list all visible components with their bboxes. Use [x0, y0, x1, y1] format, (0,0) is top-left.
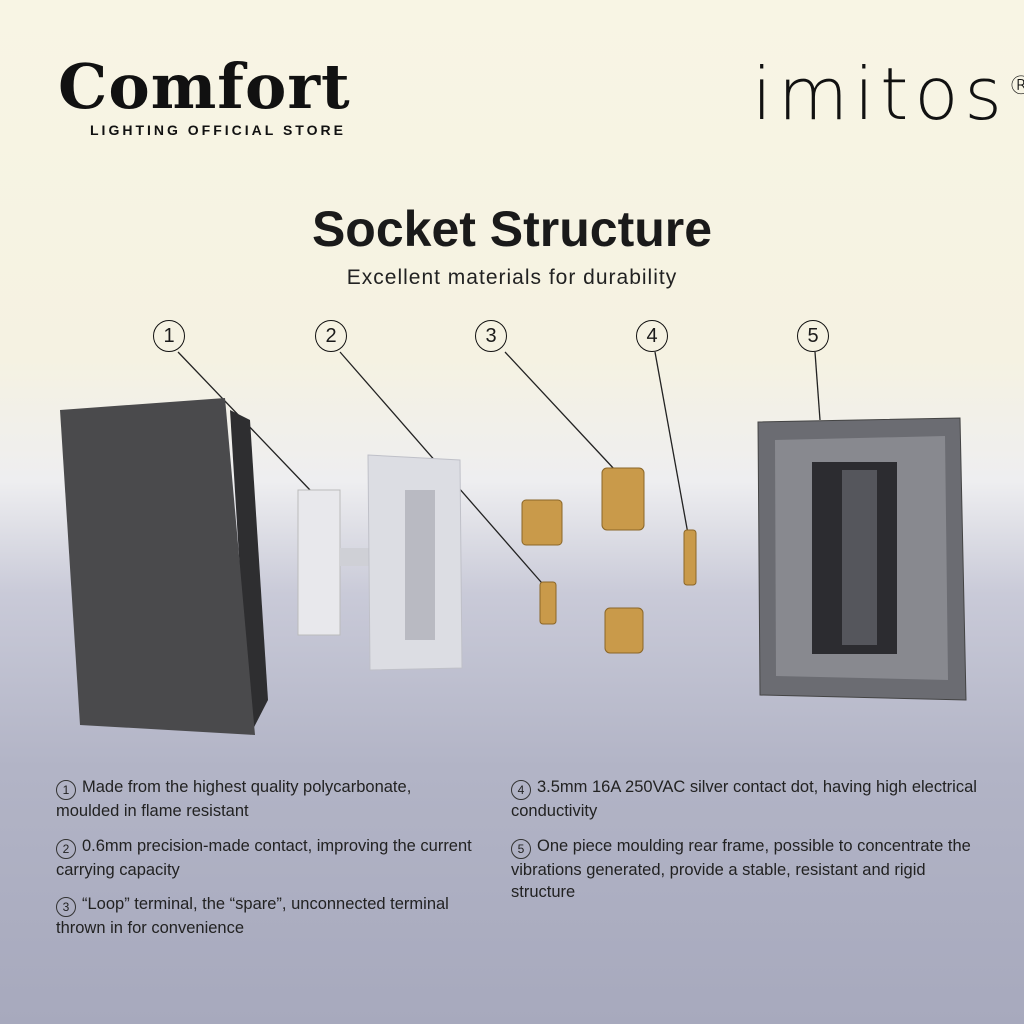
- callout-lines: [177, 351, 821, 591]
- brand-subtitle: LIGHTING OFFICIAL STORE: [90, 122, 346, 138]
- callout-4: 4: [636, 320, 668, 352]
- partner-name: imitos: [752, 52, 1008, 136]
- callout-3: 3: [475, 320, 507, 352]
- rear-frame: [757, 417, 967, 701]
- comfort-logo: Comfort LIGHTING OFFICIAL STORE: [58, 50, 351, 139]
- mechanism-body: [367, 454, 463, 671]
- brand-name: Comfort: [58, 50, 351, 123]
- callout-2: 2: [315, 320, 347, 352]
- page-title: Socket Structure: [311, 201, 713, 257]
- callout-1: 1: [153, 320, 185, 352]
- registered-mark: ®: [1007, 71, 1024, 101]
- actuator: [297, 489, 390, 636]
- contacts: [521, 467, 697, 654]
- feature-3: 3“Loop” terminal, the “spare”, unconnect…: [56, 895, 449, 937]
- callout-5: 5: [797, 320, 829, 352]
- imitos-logo: imitos®: [752, 52, 1024, 136]
- front-plate: [60, 398, 268, 735]
- page-subtitle: Excellent materials for durability: [346, 266, 678, 289]
